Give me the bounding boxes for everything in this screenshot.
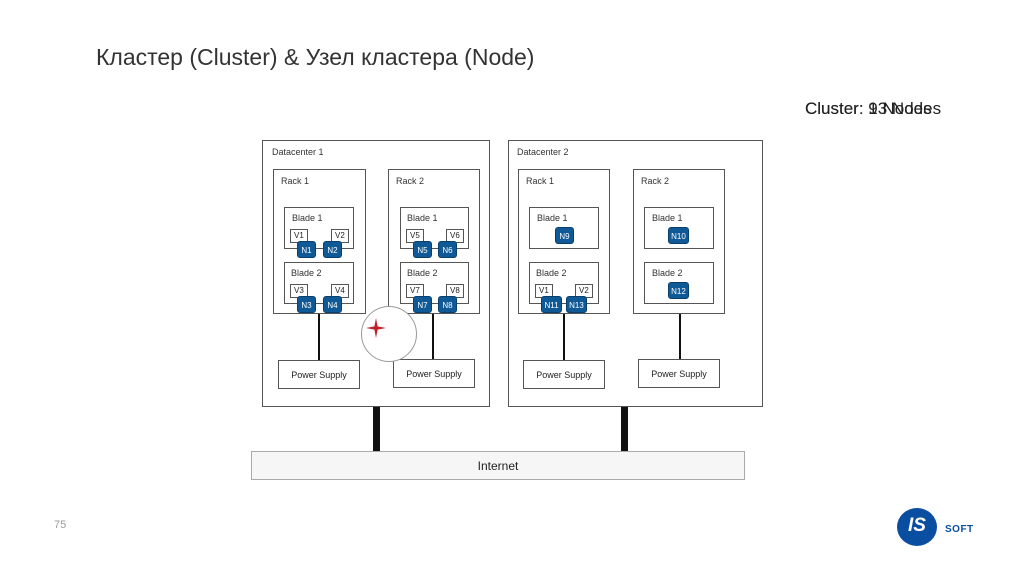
power-cable [679, 314, 681, 360]
node-badge: N12 [668, 282, 689, 299]
node-badge: N9 [555, 227, 574, 244]
node-badge: N4 [323, 296, 342, 313]
failure-highlight-circle [361, 306, 417, 362]
blade-label: Blade 2 [652, 268, 683, 278]
rack-label: Rack 1 [281, 176, 310, 186]
node-badge: N3 [297, 296, 316, 313]
page-number: 75 [54, 519, 67, 531]
blade-label: Blade 2 [536, 268, 567, 278]
spark-icon [366, 318, 386, 338]
node-badge: N11 [541, 296, 562, 313]
blade-label: Blade 2 [407, 268, 438, 278]
rack-label: Rack 2 [396, 176, 425, 186]
node-badge: N10 [668, 227, 689, 244]
company-logo: IS [897, 508, 937, 546]
blade-label: Blade 1 [407, 213, 438, 223]
blade-label: Blade 1 [537, 213, 568, 223]
power-supply: Power Supply [278, 360, 360, 389]
blade-label: Blade 1 [652, 213, 683, 223]
cluster-count-13: Cluster: 13 Nodes [805, 99, 942, 118]
rack-label: Rack 1 [526, 176, 555, 186]
node-badge: N6 [438, 241, 457, 258]
power-cable [432, 314, 434, 360]
power-cable [318, 314, 320, 360]
node-badge: N2 [323, 241, 342, 258]
internet-bar: Internet [251, 451, 745, 480]
company-logo-text: SOFT [945, 524, 974, 535]
power-supply: Power Supply [523, 360, 605, 389]
blade-label: Blade 1 [292, 213, 323, 223]
node-badge: N8 [438, 296, 457, 313]
rack-label: Rack 2 [641, 176, 670, 186]
node-badge: N7 [413, 296, 432, 313]
cluster-count-9: Cluster: 9 Nodes [805, 99, 932, 118]
dc1-uplink [373, 407, 380, 451]
power-supply: Power Supply [393, 359, 475, 388]
power-supply: Power Supply [638, 359, 720, 388]
power-cable [563, 314, 565, 360]
vm: V5 [406, 229, 424, 243]
node-badge: N13 [566, 296, 587, 313]
datacenter-label: Datacenter 1 [272, 147, 324, 157]
node-badge: N1 [297, 241, 316, 258]
node-badge: N5 [413, 241, 432, 258]
page-title: Кластер (Cluster) & Узел кластера (Node) [96, 44, 535, 70]
dc2-uplink [621, 407, 628, 451]
datacenter-label: Datacenter 2 [517, 147, 569, 157]
blade-label: Blade 2 [291, 268, 322, 278]
